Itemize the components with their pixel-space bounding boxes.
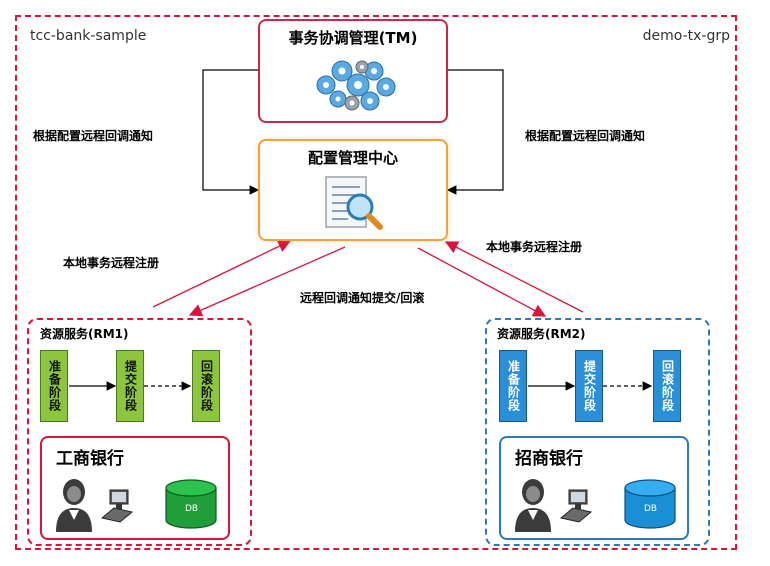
rm1-phase-commit: 提交阶段	[116, 350, 144, 422]
user-icon	[56, 479, 92, 532]
rm1-phase-rollback: 回滚阶段	[192, 350, 220, 422]
config-center-box: 配置管理中心	[258, 139, 448, 241]
rm1-container	[27, 318, 252, 546]
document-search-icon	[325, 176, 383, 230]
computer-icon	[559, 489, 593, 523]
bank1-box: 工商银行 DB	[40, 436, 230, 540]
notify-label-right: 根据配置远程回调通知	[525, 129, 646, 143]
computer-icon	[100, 489, 134, 523]
rm2-phase-prepare: 准备阶段	[499, 350, 527, 422]
tm-title: 事务协调管理(TM)	[288, 29, 418, 47]
register-label-left: 本地事务远程注册	[63, 256, 160, 270]
rm1-register-arrow	[152, 240, 292, 308]
rm2-register-arrow	[444, 241, 584, 313]
rm2-callback-arrow	[417, 247, 547, 317]
rm2-container	[485, 318, 710, 546]
rm2-title: 资源服务(RM2)	[497, 327, 586, 341]
database-label-rm1: DB	[185, 504, 198, 514]
tm-box: 事务协调管理(TM)	[258, 19, 448, 123]
outer-group-frame	[15, 15, 737, 550]
register-label-right: 本地事务远程注册	[486, 240, 583, 254]
database-label-rm2: DB	[644, 504, 657, 514]
gears-icon	[316, 60, 396, 111]
rm1-title: 资源服务(RM1)	[40, 327, 129, 341]
bank1-title: 工商银行	[56, 449, 124, 469]
user-icon	[515, 479, 551, 532]
tm-to-config-right-line	[446, 69, 504, 195]
rm2-phase-commit: 提交阶段	[575, 350, 603, 422]
callback-label: 远程回调通知提交/回滚	[300, 291, 425, 305]
corner-label-left: tcc-bank-sample	[30, 28, 147, 44]
database-icon-rm2: DB	[624, 479, 676, 529]
config-title: 配置管理中心	[307, 149, 398, 167]
bank2-title: 招商银行	[515, 449, 583, 469]
tm-to-config-left-line	[202, 69, 260, 195]
rm2-phase-rollback: 回滚阶段	[653, 350, 681, 422]
notify-label-left: 根据配置远程回调通知	[33, 129, 154, 143]
bank2-box: 招商银行 DB	[499, 436, 689, 540]
corner-label-right: demo-tx-grp	[642, 28, 730, 44]
rm1-callback-arrow	[188, 246, 346, 317]
database-icon-rm1: DB	[165, 479, 217, 529]
rm1-phase-prepare: 准备阶段	[40, 350, 68, 422]
